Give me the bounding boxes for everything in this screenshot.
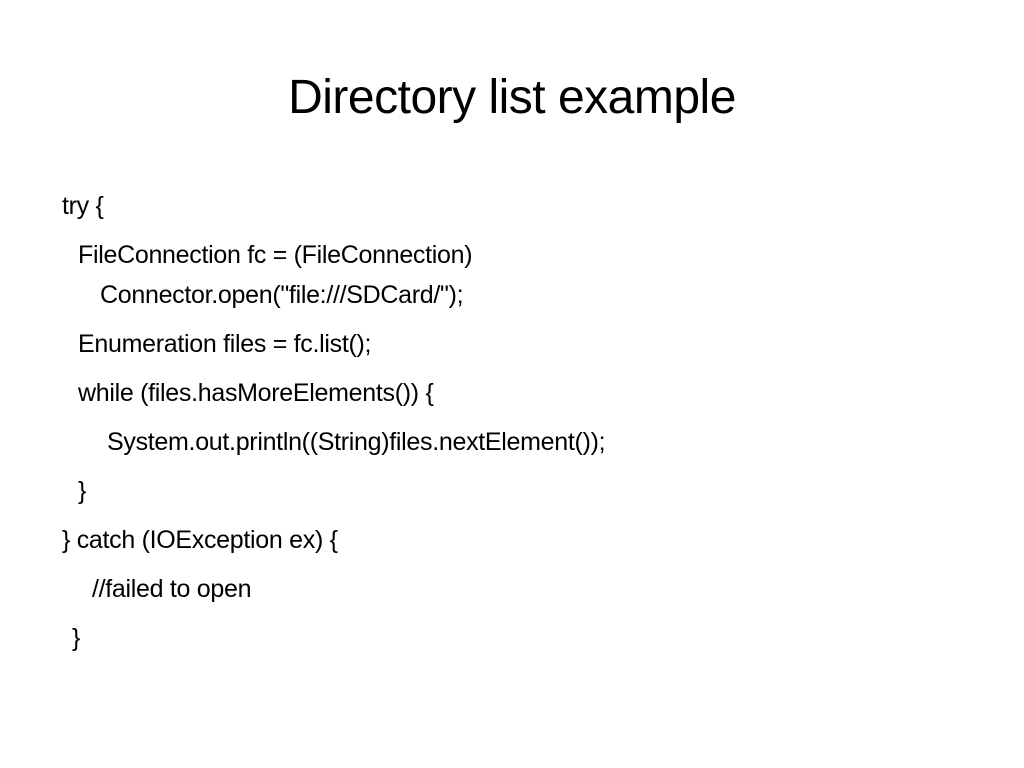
slide-title: Directory list example — [288, 71, 736, 124]
code-line: } — [78, 477, 87, 505]
code-line: while (files.hasMoreElements()) { — [78, 379, 434, 407]
code-line: System.out.println((String)files.nextEle… — [107, 428, 606, 456]
code-line: } — [72, 624, 81, 652]
code-line: //failed to open — [92, 575, 252, 603]
code-line: try { — [62, 192, 104, 220]
code-line: Connector.open("file:///SDCard/"); — [100, 281, 464, 309]
code-line: Enumeration files = fc.list(); — [78, 330, 372, 358]
code-line: FileConnection fc = (FileConnection) — [78, 241, 473, 269]
code-line: } catch (IOException ex) { — [62, 526, 338, 554]
